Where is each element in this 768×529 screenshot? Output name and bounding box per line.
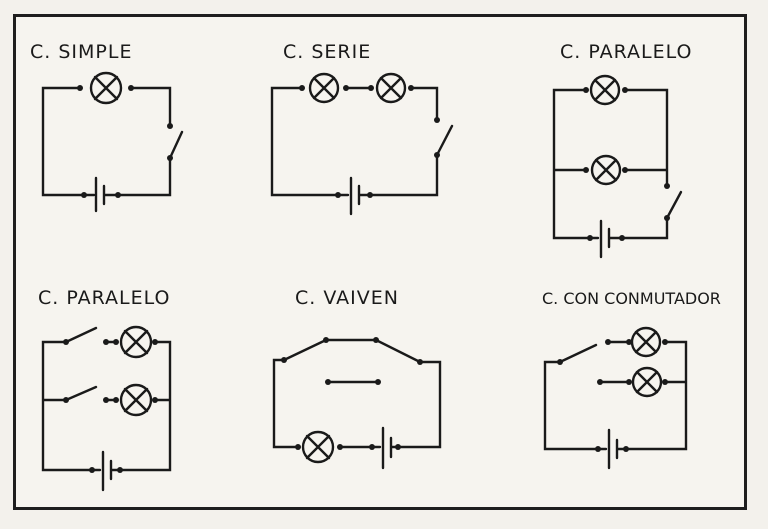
title-conmutador: C. CON CONMUTADOR: [542, 289, 721, 308]
switch-icon: [167, 123, 184, 161]
circuit-vaiven: [272, 337, 442, 470]
battery-icon: [89, 450, 123, 492]
circuit-simple: [41, 71, 184, 213]
title-paralelo-top: C. PARALELO: [560, 41, 692, 63]
switch-icon: [281, 337, 423, 385]
title-simple: C. SIMPLE: [30, 41, 132, 63]
battery-icon: [587, 219, 625, 259]
lamp-icon: [626, 366, 668, 398]
lamp-icon: [583, 154, 628, 186]
switch-icon: [557, 339, 611, 385]
switch-icon: [63, 385, 109, 403]
title-serie: C. SERIE: [283, 41, 371, 63]
title-vaiven: C. VAIVEN: [295, 287, 399, 309]
circuit-paralelo-top: [552, 74, 683, 259]
lamp-icon: [295, 430, 343, 464]
lamp-icon: [113, 383, 158, 417]
lamp-icon: [626, 326, 668, 358]
battery-icon: [335, 176, 373, 216]
title-paralelo-bottom: C. PARALELO: [38, 287, 170, 309]
lamp-icon: [77, 71, 134, 105]
battery-icon: [369, 426, 401, 470]
circuit-paralelo-bottom: [41, 325, 172, 492]
circuit-serie: [270, 72, 454, 216]
lamp-icon: [583, 74, 628, 106]
battery-icon: [81, 176, 121, 213]
battery-icon: [595, 428, 629, 470]
lamp-icon: [368, 72, 414, 104]
switch-icon: [664, 183, 683, 221]
lamp-icon: [299, 72, 349, 104]
circuit-conmutador: [543, 326, 688, 470]
lamp-icon: [113, 325, 158, 359]
switch-icon: [434, 117, 454, 158]
switch-icon: [63, 326, 109, 345]
